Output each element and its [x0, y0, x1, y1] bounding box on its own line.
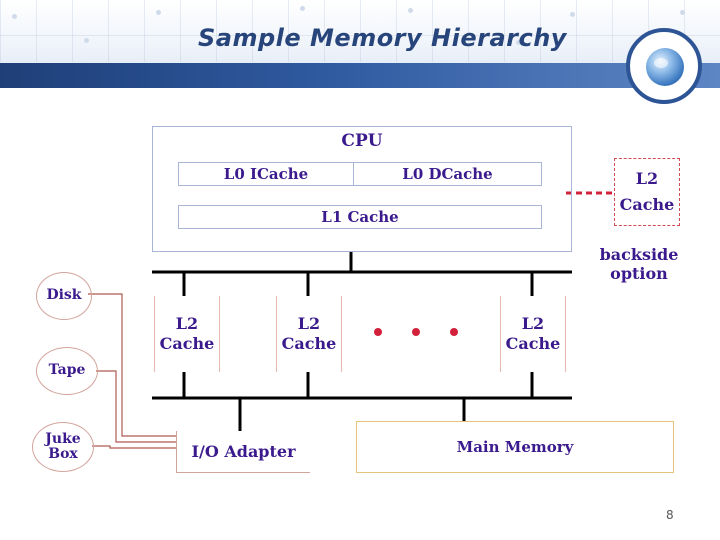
decor-dot [680, 10, 685, 15]
jukebox-label-line1: Juke [45, 430, 81, 447]
cpu-block: CPU [152, 126, 572, 252]
decor-dot [156, 10, 161, 15]
main-memory-box: Main Memory [356, 421, 674, 473]
decor-dot [408, 8, 413, 13]
page-number: 8 [666, 508, 674, 522]
tape-link [96, 370, 176, 443]
jukebox-label-line2: Box [48, 446, 78, 462]
l2-cache-3: L2 Cache [500, 296, 566, 372]
l2-cache-sublabel: Cache [281, 334, 337, 353]
l2-cache-1: L2 Cache [154, 296, 220, 372]
decor-dot [300, 6, 305, 11]
jukebox-link [92, 445, 176, 449]
backside-caption-line2: option [610, 264, 668, 284]
tape-device: Tape [36, 347, 98, 395]
l0-dcache-box: L0 DCache [353, 162, 542, 186]
globe-icon [646, 48, 684, 86]
l2-cache-sublabel: Cache [159, 334, 215, 353]
decor-dot [570, 12, 575, 17]
disk-device: Disk [36, 272, 92, 320]
l1-cache-box: L1 Cache [178, 205, 542, 229]
l2-cache-label: L2 [175, 314, 199, 333]
backside-l2-label: L2 [635, 169, 659, 189]
cpu-label: CPU [341, 131, 383, 151]
header-grid-pattern [0, 0, 720, 62]
disk-label: Disk [46, 287, 82, 304]
l2-cache-sublabel: Cache [505, 334, 561, 353]
l0-icache-box: L0 ICache [178, 162, 354, 186]
slide-title: Sample Memory Hierarchy [198, 24, 567, 52]
header-band [0, 63, 720, 88]
jukebox-device: Juke Box [32, 422, 94, 472]
ellipsis-dot [450, 328, 458, 336]
backside-caption-line1: backside [599, 245, 679, 264]
backside-cache-label: Cache [619, 195, 675, 214]
backside-l2-cache: L2 Cache [614, 158, 680, 226]
l2-cache-label: L2 [521, 314, 545, 333]
tape-label: Tape [48, 362, 86, 379]
io-adapter-box: I/O Adapter [176, 431, 310, 473]
ellipsis-dot [412, 328, 420, 336]
decor-dot [12, 14, 17, 19]
ellipsis-dot [374, 328, 382, 336]
disk-link [88, 293, 176, 437]
backside-option-caption: backside option [584, 245, 694, 283]
slide-header: Sample Memory Hierarchy [0, 0, 720, 88]
l2-cache-2: L2 Cache [276, 296, 342, 372]
decor-dot [84, 38, 89, 43]
l2-cache-label: L2 [297, 314, 321, 333]
decor-dot [516, 40, 521, 45]
